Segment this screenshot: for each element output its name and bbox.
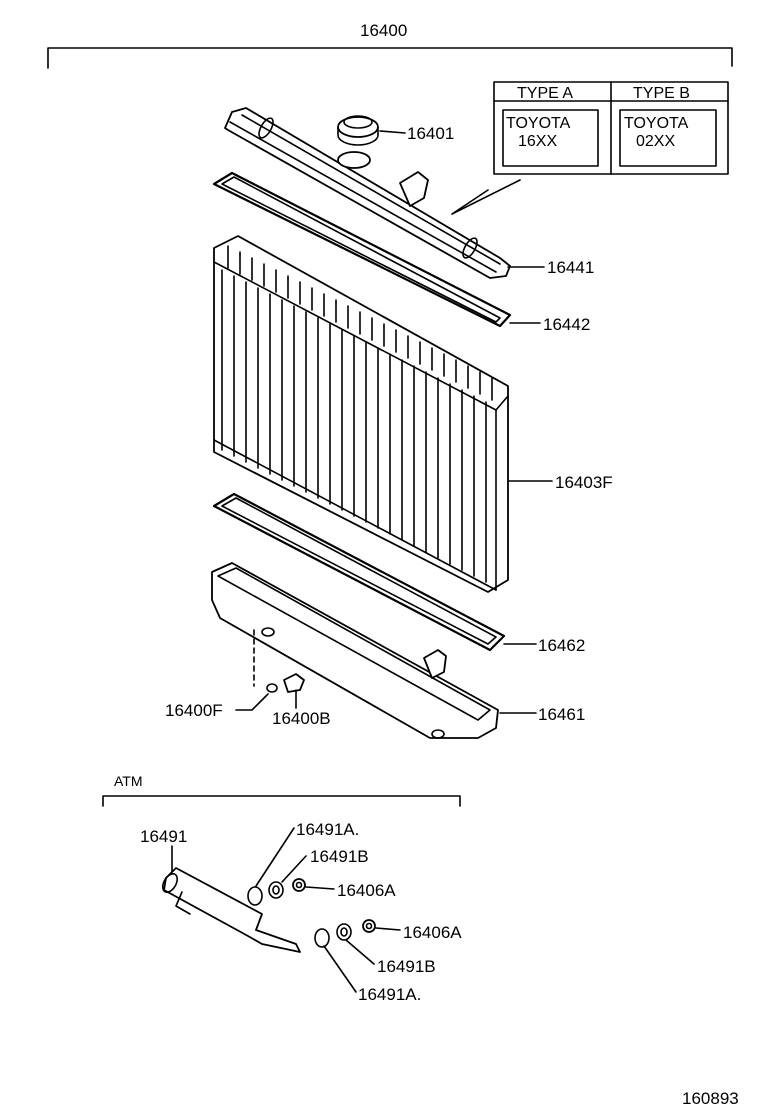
radiator-cap[interactable]: 16401 [337,115,454,146]
type-b-line2: 02XX [636,133,675,150]
label-16462[interactable]: 16462 [538,636,585,655]
label-16441[interactable]: 16441 [547,258,594,277]
core-fins [221,245,493,583]
label-16400F[interactable]: 16400F [165,701,223,720]
type-b-line1: TOYOTA [624,115,689,132]
type-table: TYPE A TYPE B TOYOTA 16XX TOYOTA 02XX [451,81,729,215]
label-16491B-lower[interactable]: 16491B [377,957,436,976]
label-16406A-upper[interactable]: 16406A [337,881,396,900]
drain-parts[interactable]: 16400F 16400B [165,629,331,728]
figure-number: 160893 [682,1089,739,1108]
label-16406A-lower[interactable]: 16406A [403,923,462,942]
label-16403F[interactable]: 16403F [555,473,613,492]
radiator-core[interactable]: 16403F [213,235,613,593]
lower-tank[interactable]: 16461 [211,562,585,739]
label-16491[interactable]: 16491 [140,827,187,846]
atm-section: ATM 16491 16491A. 16491B 16406A [102,773,462,1004]
type-a-header: TYPE A [517,85,573,102]
assembly-bracket: 16400 [47,21,733,69]
label-16491B-upper[interactable]: 16491B [310,847,369,866]
upper-gasket[interactable]: 16442 [212,171,590,334]
type-b-header: TYPE B [633,85,690,102]
label-16400B[interactable]: 16400B [272,709,331,728]
label-16491A-upper[interactable]: 16491A. [296,820,359,839]
atm-lower-fittings[interactable]: 16406A 16491B 16491A. [314,919,462,1004]
atm-pipe[interactable]: 16491 [140,827,301,953]
assembly-label[interactable]: 16400 [360,21,407,40]
type-a-line2: 16XX [518,133,557,150]
lower-gasket[interactable]: 16462 [212,492,585,655]
atm-label: ATM [114,773,143,789]
label-16401[interactable]: 16401 [407,124,454,143]
upper-tank[interactable]: 16441 [224,107,594,279]
type-a-line1: TOYOTA [506,115,571,132]
label-16461[interactable]: 16461 [538,705,585,724]
atm-upper-fittings[interactable]: 16491A. 16491B 16406A [247,820,396,906]
label-16442[interactable]: 16442 [543,315,590,334]
label-16491A-lower[interactable]: 16491A. [358,985,421,1004]
